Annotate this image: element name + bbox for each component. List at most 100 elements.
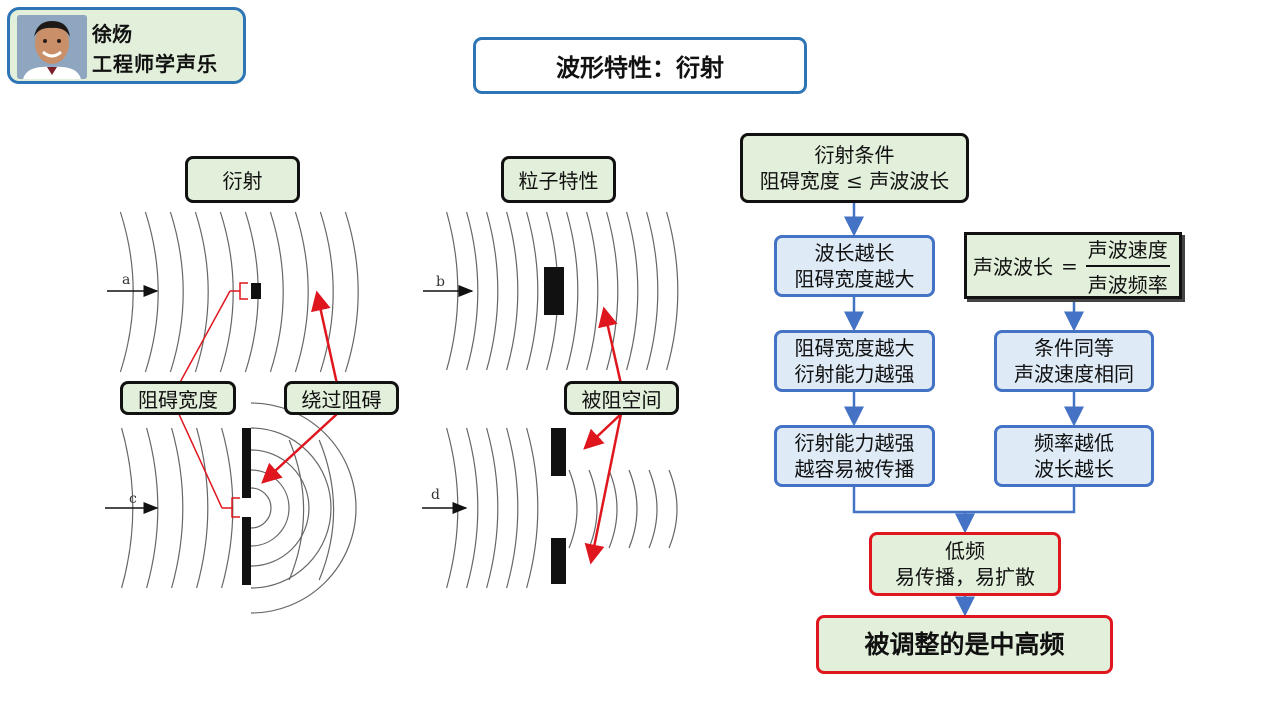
flow-connectors [844, 203, 1084, 617]
wavesB-front-6 [566, 211, 579, 371]
obstacle-width-pointer-top [177, 290, 231, 387]
panel-d-barrier-top [551, 428, 566, 476]
flow-left-3-line1: 衍射能力越强 [794, 431, 915, 455]
flow-right-2-line2: 波长越长 [1034, 457, 1114, 481]
wavesB-front-1 [466, 211, 479, 371]
panel-a-width-bracket [230, 282, 248, 300]
wavesD-front-3 [506, 427, 519, 589]
wavesD-front-2 [486, 427, 499, 589]
wavesC-front-3 [196, 427, 209, 589]
label-obstacle-width: 阻碍宽度 [120, 381, 236, 415]
flow-right-2: 频率越低 波长越长 [994, 425, 1154, 487]
wavesC-diffracted-3 [250, 427, 332, 589]
wavesD-gap-front-0 [568, 469, 578, 549]
panel-c-barrier-top [242, 428, 251, 498]
page-title: 波形特性：衍射 [473, 37, 807, 94]
panel-a-obstacle [251, 283, 261, 299]
panel-d-barrier-bottom [551, 538, 566, 584]
flow-condition: 衍射条件 阻碍宽度 ≤ 声波波长 [740, 133, 969, 203]
wavesA-front-2 [169, 211, 184, 373]
wavesD-gap-front-3 [628, 469, 638, 549]
flow-left-2-line2: 衍射能力越强 [794, 362, 915, 386]
bypass-arrow-bottom [261, 413, 338, 484]
wavesC-outer-0 [288, 439, 305, 581]
wavesA-front-0 [119, 211, 134, 373]
panel-letter-b: b [436, 274, 445, 290]
flow-result-line2: 易传播，易扩散 [895, 565, 1035, 589]
flow-condition-line2: 阻碍宽度 ≤ 声波波长 [759, 169, 950, 193]
flow-right-2-line1: 频率越低 [1034, 431, 1114, 455]
flow-result-line1: 低频 [945, 539, 985, 563]
wavesC-diffracted-2 [250, 449, 310, 567]
author-subtitle: 工程师学声乐 [92, 52, 218, 76]
wavesC-diffracted-0 [250, 487, 272, 529]
wavesA-front-6 [269, 211, 284, 373]
formula-denominator: 声波频率 [1087, 272, 1168, 297]
flow-left-2: 阻碍宽度越大 衍射能力越强 [774, 330, 935, 392]
flow-left-3-line2: 越容易被传播 [794, 457, 915, 481]
label-bypass-obstacle: 绕过阻碍 [284, 381, 399, 415]
formula-fraction: 声波速度 声波频率 [1085, 234, 1170, 298]
flow-left-2-line1: 阻碍宽度越大 [794, 336, 915, 360]
panel-letter-a: a [122, 272, 130, 288]
wavesB-front-7 [586, 211, 599, 371]
flow-left-3: 衍射能力越强 越容易被传播 [774, 425, 935, 487]
flow-right-1: 条件同等 声波速度相同 [994, 330, 1154, 392]
blocked-arrow-middle [583, 413, 622, 450]
label-particle: 粒子特性 [501, 156, 616, 203]
wavesC-diffracted-1 [250, 469, 290, 547]
panel-c-barrier-bottom [242, 517, 251, 585]
wavesB-front-3 [506, 211, 519, 371]
wavesC-front-2 [171, 427, 184, 589]
wavesB-front-10 [646, 211, 659, 371]
wavelength-formula: 声波波长 = 声波速度 声波频率 [964, 232, 1182, 299]
panel-b-waves [446, 211, 679, 371]
wavesD-gap-front-5 [668, 469, 678, 549]
flow-right-1-line2: 声波速度相同 [1014, 362, 1134, 386]
wavesA-front-4 [219, 211, 234, 373]
author-badge: 徐炀 工程师学声乐 [7, 7, 246, 84]
wavesD-gap-front-4 [648, 469, 658, 549]
panel-b-obstacle [544, 267, 564, 315]
blocked-arrow-top [598, 306, 623, 385]
label-diffraction: 衍射 [185, 156, 300, 203]
label-blocked-space: 被阻空间 [564, 381, 679, 415]
wavesA-front-9 [344, 211, 359, 373]
author-avatar [17, 15, 87, 79]
panel-letter-c: c [129, 491, 137, 507]
flow-conclusion: 被调整的是中高频 [816, 615, 1113, 674]
flow-left-1: 波长越长 阻碍宽度越大 [774, 235, 935, 297]
obstacle-width-pointer-bottom [177, 411, 223, 509]
blocked-arrow-bottom [584, 413, 623, 565]
formula-lhs: 声波波长 [973, 255, 1053, 279]
wavesB-front-9 [626, 211, 639, 371]
wavesA-front-3 [194, 211, 209, 373]
flow-condition-line1: 衍射条件 [814, 143, 895, 167]
flow-left-1-line2: 阻碍宽度越大 [794, 267, 915, 291]
wavesD-gap-front-2 [608, 469, 618, 549]
panel-c-width-bracket [222, 497, 240, 518]
wavesB-front-2 [486, 211, 499, 371]
wavesA-front-8 [319, 211, 334, 373]
wavesB-front-4 [526, 211, 539, 371]
avatar-portrait-icon [17, 15, 87, 79]
formula-equals: = [1061, 253, 1078, 278]
flow-left-1-line1: 波长越长 [814, 241, 895, 265]
flow-result: 低频 易传播，易扩散 [869, 532, 1061, 596]
wavesA-front-7 [294, 211, 309, 373]
author-name: 徐炀 [92, 22, 132, 46]
formula-numerator: 声波速度 [1085, 234, 1170, 267]
wavesA-front-1 [144, 211, 159, 373]
wavesD-front-1 [466, 427, 479, 589]
wavesD-front-4 [526, 427, 539, 589]
wavesC-outer-1 [318, 439, 335, 581]
panel-d-waves [446, 427, 678, 589]
wavesB-front-8 [606, 211, 619, 371]
wavesB-front-11 [666, 211, 679, 371]
bypass-arrow-top [310, 290, 339, 385]
wavesD-gap-front-1 [588, 469, 598, 549]
panel-a-waves [119, 211, 359, 373]
panel-letter-d: d [431, 487, 440, 503]
flow-right-1-line1: 条件同等 [1034, 336, 1114, 360]
